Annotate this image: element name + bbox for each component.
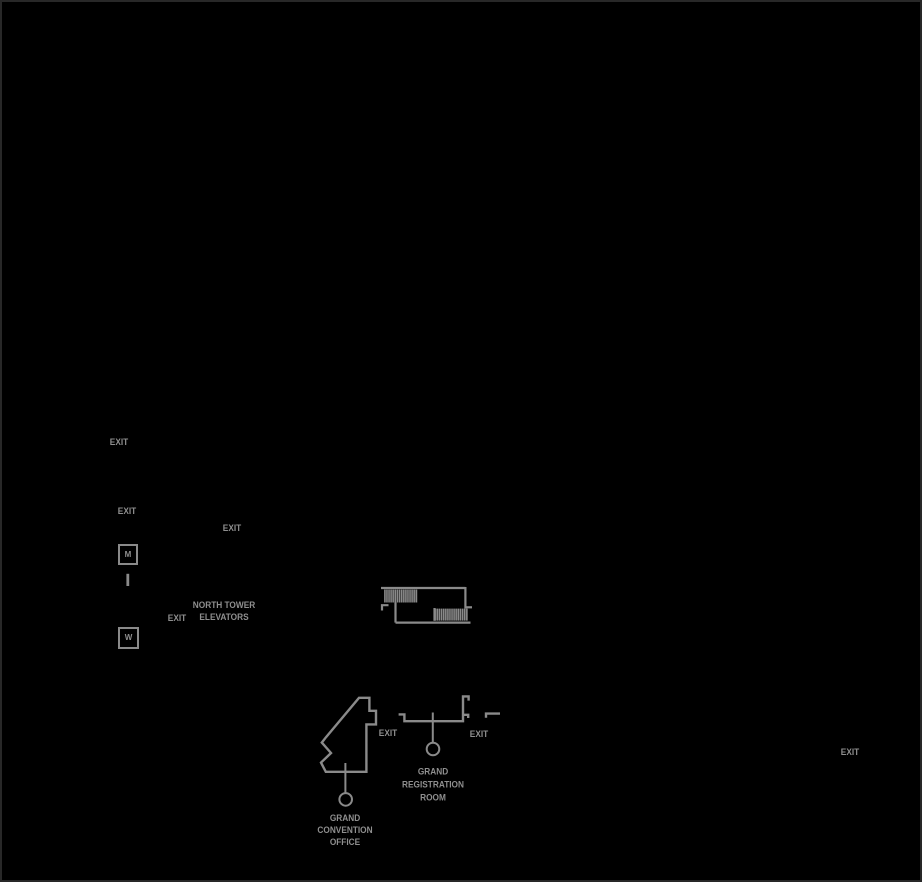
exit-label-6: EXIT: [469, 728, 488, 739]
convention-office-outline: [319, 696, 378, 773]
registration-room-callout: [425, 712, 441, 757]
grand-registration-room-label: GRAND REGISTRATION ROOM: [402, 765, 464, 804]
grand-registration-room-line2: REGISTRATION: [401, 779, 464, 789]
north-tower-elevators-label: NORTH TOWER ELEVATORS: [192, 599, 254, 623]
exit-label-1: EXIT: [109, 436, 128, 447]
womens-restroom-icon: W: [118, 626, 139, 649]
exit-label-7: EXIT: [840, 746, 860, 757]
elevator-room-outline: [380, 586, 472, 624]
grand-registration-room-line1: GRAND: [417, 766, 448, 776]
callout-circle-icon: [338, 792, 354, 807]
escalator-hatch-icons: [384, 589, 468, 621]
grand-convention-office-label: GRAND CONVENTION OFFICE: [317, 812, 372, 848]
north-tower-elevators-line2: ELEVATORS: [198, 611, 249, 622]
callout-circle-icon: [425, 741, 441, 757]
exit-label-4: EXIT: [167, 613, 186, 623]
grand-convention-office-line1: GRAND: [329, 813, 361, 823]
grand-registration-room-line3: ROOM: [419, 792, 446, 802]
escalator-hatch-icon-left: [384, 589, 418, 603]
escalator-hatch-icon-right: [434, 608, 468, 621]
registration-desk-outline: [398, 695, 500, 723]
exit-label-5: EXIT: [378, 728, 398, 738]
mens-restroom-icon: M: [118, 543, 138, 565]
grand-convention-office-line2: CONVENTION: [317, 825, 373, 835]
womens-restroom-letter: W: [124, 633, 133, 642]
mens-restroom-letter: M: [124, 549, 132, 559]
grand-convention-office-line3: OFFICE: [329, 837, 361, 847]
convention-office-callout: [338, 763, 354, 807]
exit-label-3: EXIT: [222, 523, 241, 533]
exit-label-2: EXIT: [117, 505, 136, 516]
north-tower-elevators-line1: NORTH TOWER: [192, 599, 255, 610]
